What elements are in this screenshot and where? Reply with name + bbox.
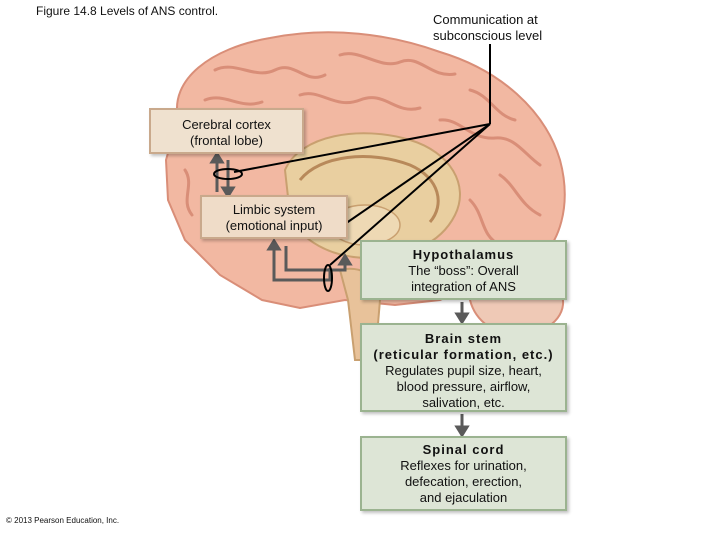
hypothalamus-line2: integration of ANS xyxy=(411,279,516,294)
cerebral-cortex-box: Cerebral cortex (frontal lobe) xyxy=(149,108,304,154)
limbic-system-box: Limbic system (emotional input) xyxy=(200,195,348,239)
cortex-line1: Cerebral cortex xyxy=(182,117,271,132)
brainstem-title: Brain stem xyxy=(424,331,503,346)
hypothalamus-line1: The “boss”: Overall xyxy=(408,263,519,278)
brainstem-line2: blood pressure, airflow, xyxy=(396,379,531,394)
copyright-notice: © 2013 Pearson Education, Inc. xyxy=(6,516,120,525)
brainstem-line3: salivation, etc. xyxy=(422,395,505,410)
limbic-line1: Limbic system xyxy=(232,202,316,217)
hypothalamus-title: Hypothalamus xyxy=(412,247,515,262)
spinal-line1: Reflexes for urination, xyxy=(400,458,527,473)
brainstem-subtitle: (reticular formation, etc.) xyxy=(373,347,554,362)
brainstem-line1: Regulates pupil size, heart, xyxy=(385,363,542,378)
communication-label: Communication at subconscious level xyxy=(433,12,542,44)
spinal-line2: defecation, erection, xyxy=(404,474,523,489)
communication-label-line2: subconscious level xyxy=(433,28,543,43)
limbic-line2: (emotional input) xyxy=(225,218,323,233)
communication-label-line1: Communication at xyxy=(433,12,538,27)
hypothalamus-box: Hypothalamus The “boss”: Overall integra… xyxy=(360,240,567,300)
communication-lines xyxy=(213,44,491,292)
connector-arrows xyxy=(209,151,470,438)
spinal-cord-box: Spinal cord Reflexes for urination, defe… xyxy=(360,436,567,511)
spinal-line3: and ejaculation xyxy=(419,490,508,505)
figure-title: Figure 14.8 Levels of ANS control. xyxy=(36,4,219,18)
cortex-line2: (frontal lobe) xyxy=(190,133,263,148)
spinal-title: Spinal cord xyxy=(422,442,505,457)
gyri-folds xyxy=(183,52,542,247)
brain-stem-box: Brain stem (reticular formation, etc.) R… xyxy=(360,323,567,412)
